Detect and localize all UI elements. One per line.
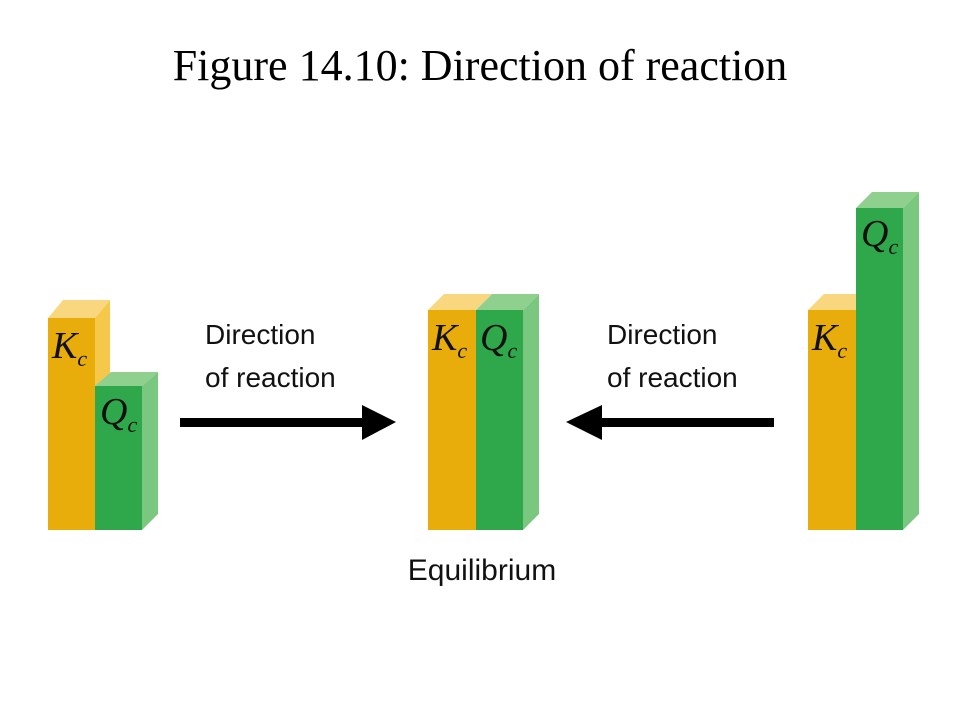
qc-bar-center-front	[476, 310, 523, 530]
qc-bar-center: Qc	[476, 294, 539, 530]
kc-label-center: Kc	[431, 317, 467, 363]
direction-label-left-line2: of reaction	[205, 362, 336, 393]
equilibrium-label: Equilibrium	[408, 554, 556, 587]
bar-group-equilibrium: Kc Qc Equilibrium	[408, 294, 556, 587]
qc-bar-right-side	[903, 192, 919, 530]
kc-bar-left-top	[48, 300, 110, 318]
qc-label-left: Qc	[100, 391, 137, 437]
kc-bar-center-top	[428, 294, 492, 310]
qc-bar-left-side	[142, 372, 158, 530]
qc-bar-center-side	[523, 294, 539, 530]
kc-label-left: Kc	[51, 325, 87, 371]
qc-label-right: Qc	[861, 213, 898, 259]
kc-bar-right: Kc	[808, 294, 872, 530]
arrow-right-icon	[180, 405, 396, 440]
figure-title: Figure 14.10: Direction of reaction	[172, 41, 788, 90]
qc-bar-left-front	[95, 386, 142, 530]
qc-label-center: Qc	[480, 317, 517, 363]
kc-bar-center-front	[428, 310, 476, 530]
direction-label-right-line2: of reaction	[607, 362, 738, 393]
qc-bar-left: Qc	[95, 372, 158, 530]
direction-label-left: Direction of reaction	[205, 319, 336, 393]
direction-label-left-line1: Direction	[205, 319, 315, 350]
qc-bar-center-top	[476, 294, 539, 310]
kc-bar-center: Kc	[428, 294, 492, 530]
qc-bar-right-top	[856, 192, 919, 208]
kc-label-right: Kc	[811, 317, 847, 363]
kc-bar-left-front	[48, 318, 95, 530]
bar-group-qc-greater-than-kc: Kc Qc	[808, 192, 919, 530]
arrow-left-icon	[566, 405, 774, 440]
direction-label-right: Direction of reaction	[607, 319, 738, 393]
qc-bar-right: Qc	[856, 192, 919, 530]
direction-label-right-line1: Direction	[607, 319, 717, 350]
qc-bar-right-front	[856, 208, 903, 530]
kc-bar-right-front	[808, 310, 856, 530]
qc-bar-left-top	[95, 372, 158, 386]
bar-group-qc-less-than-kc: Kc Qc	[48, 300, 158, 530]
